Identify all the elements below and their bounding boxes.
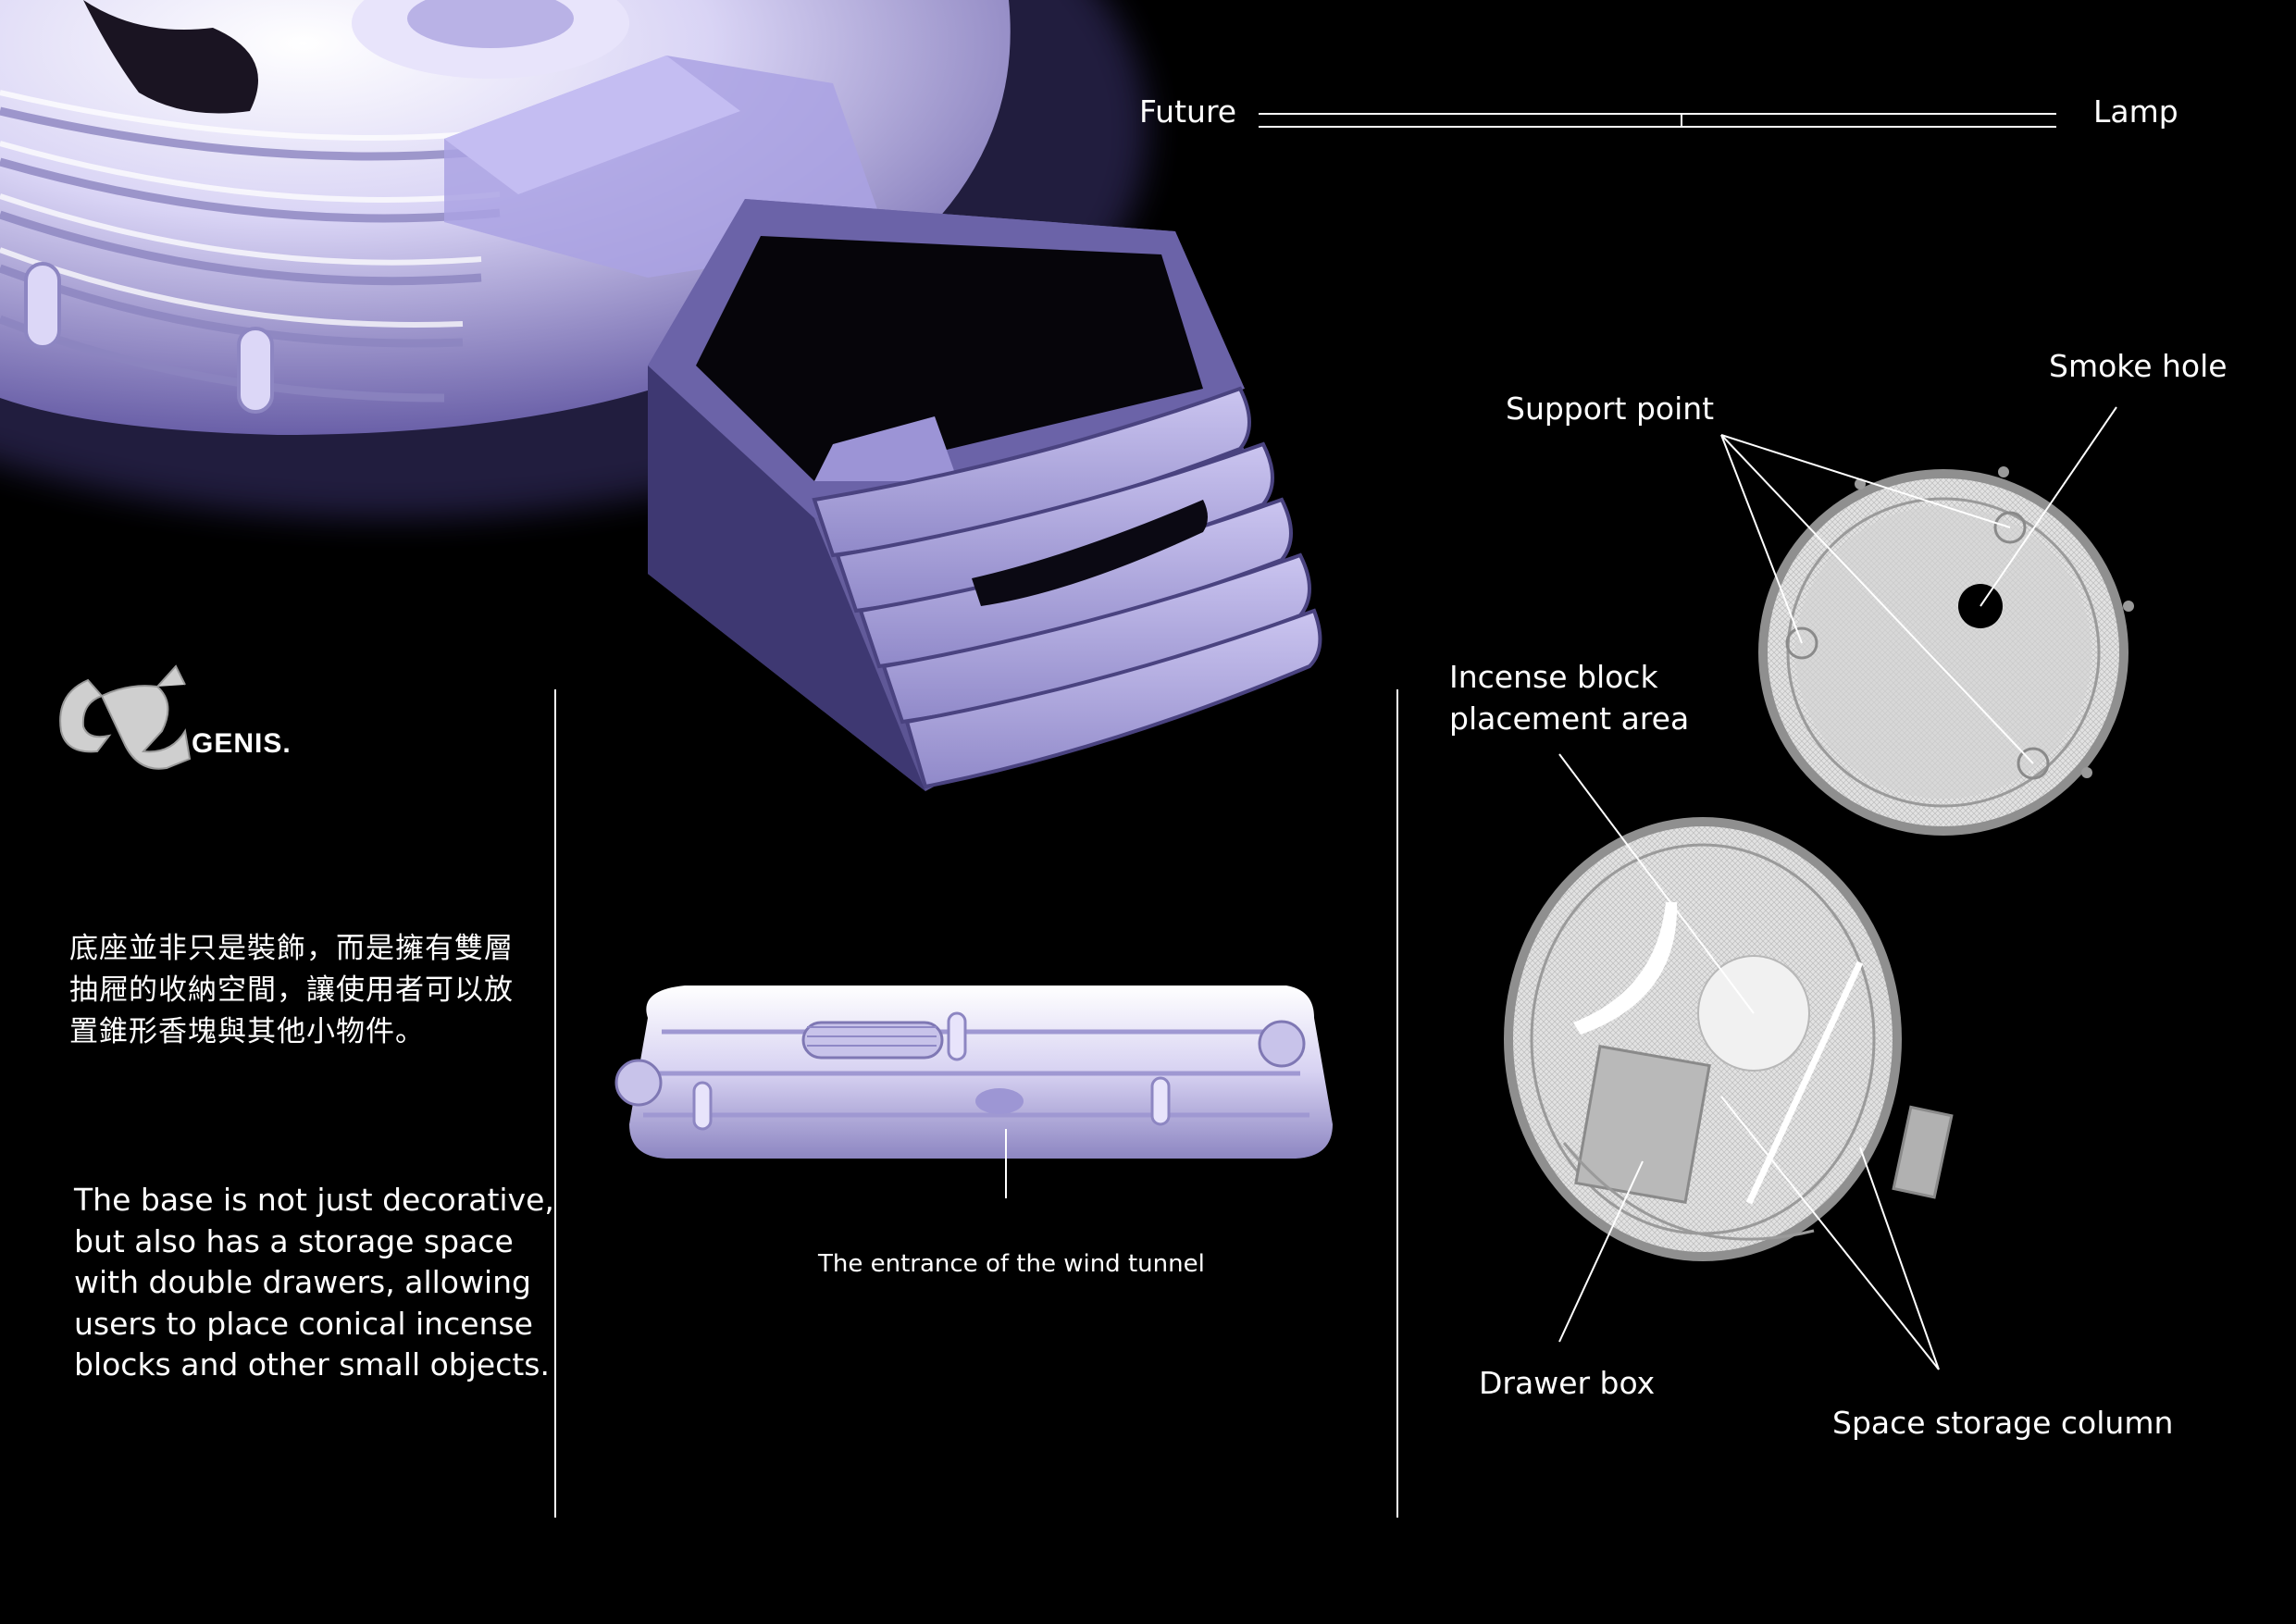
description-zh: 底座並非只是裝飾，而是擁有雙層抽屜的收納空間，讓使用者可以放置錐形香塊與其他小物… [69, 932, 514, 1048]
label-incense-area-line1: Incense block [1449, 659, 1658, 695]
lid-wireframe [1758, 466, 2134, 836]
header-rule [1259, 113, 2056, 128]
label-incense-area-line2: placement area [1449, 700, 1690, 737]
label-smoke-hole: Smoke hole [2049, 348, 2228, 384]
drawer-render [648, 199, 1322, 791]
genis-logo-mark [59, 664, 192, 770]
description-en-line: but also has a storage space [74, 1222, 514, 1259]
description-en-line: users to place conical incense [74, 1305, 533, 1342]
callout-lines [1005, 406, 2117, 1370]
label-storage-column: Space storage column [1832, 1405, 2174, 1441]
brand-wordmark: GENIS. [192, 728, 292, 759]
description-en-line: blocks and other small objects. [74, 1346, 550, 1382]
description-en-line: with double drawers, allowing [74, 1264, 532, 1300]
header-lamp: Lamp [2093, 93, 2178, 130]
description-en-line: The base is not just decorative, [74, 1182, 554, 1218]
description-en: The base is not just decorative, but als… [74, 1180, 592, 1386]
header-future: Future [1139, 93, 1237, 130]
wind-tunnel-render [614, 986, 1333, 1159]
base-wireframe [1504, 817, 1954, 1261]
label-wind-tunnel: The entrance of the wind tunnel [818, 1250, 1205, 1278]
label-drawer-box: Drawer box [1479, 1365, 1656, 1401]
label-support-point: Support point [1506, 391, 1715, 427]
